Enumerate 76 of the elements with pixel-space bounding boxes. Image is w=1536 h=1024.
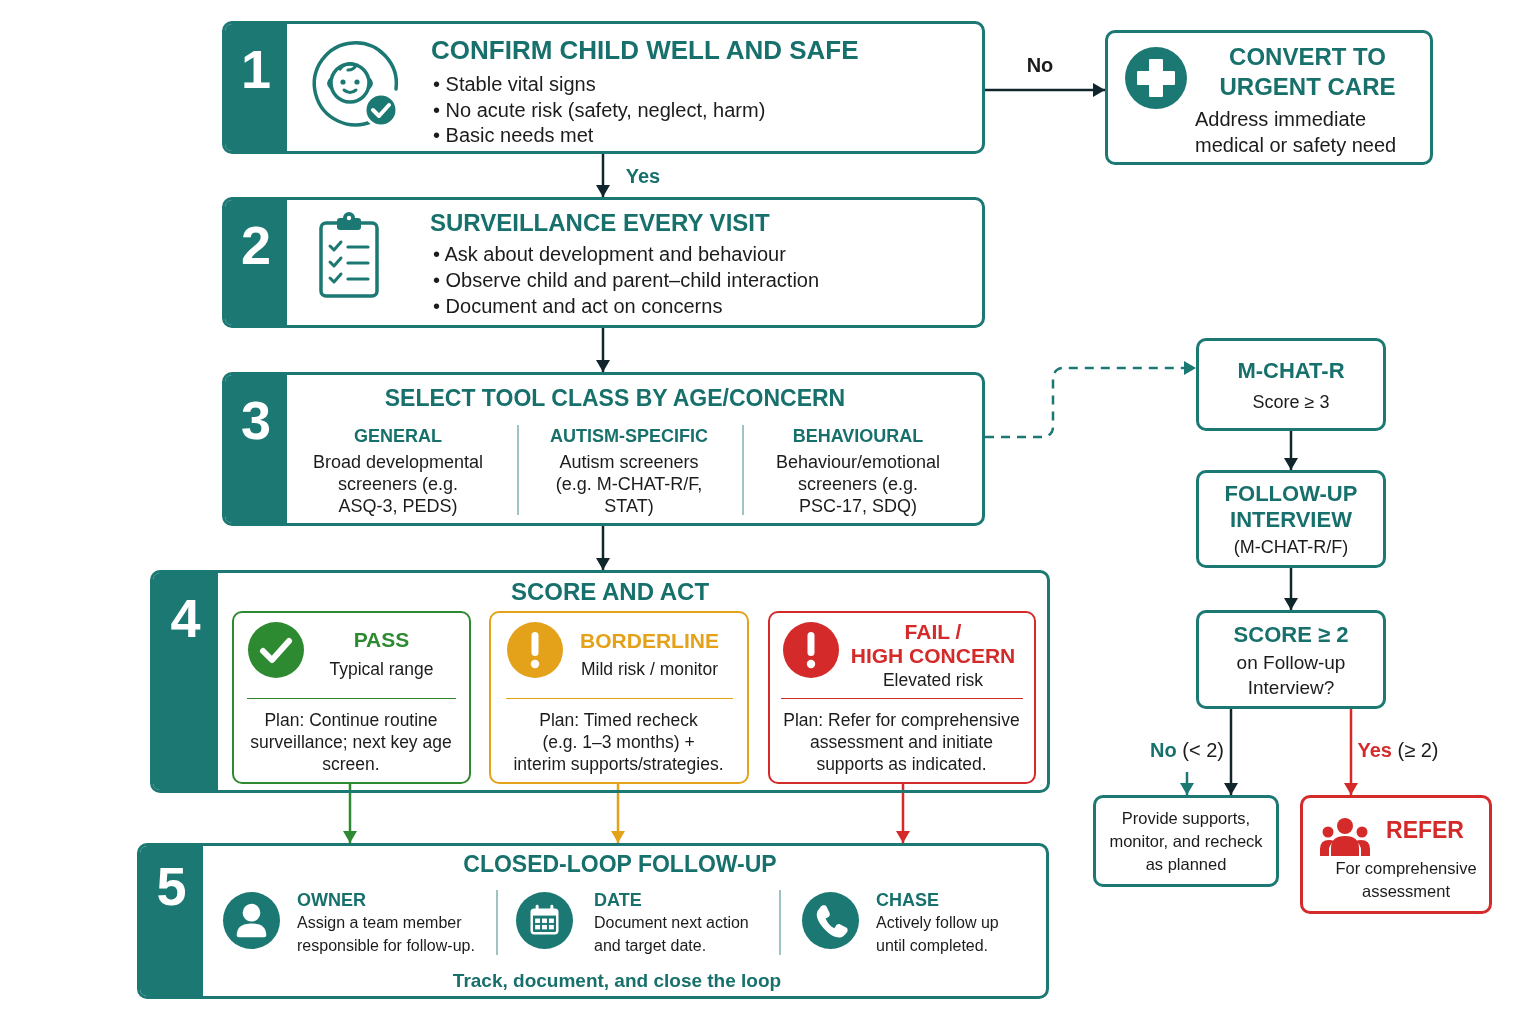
arrow xyxy=(1344,709,1358,795)
item-heading: OWNER xyxy=(297,889,367,911)
description: Provide supports, monitor, and recheck as planned xyxy=(1108,808,1264,875)
heading: BORDERLINE xyxy=(579,627,720,654)
bullet-item: • No acute risk (safety, neglect, harm) xyxy=(433,97,767,123)
footer-text: Track, document, and close the loop xyxy=(451,969,783,993)
arrow xyxy=(1180,772,1194,795)
step-number: 5 xyxy=(155,856,188,916)
step-box xyxy=(222,21,985,154)
heading: CLOSED-LOOP FOLLOW-UP xyxy=(462,850,778,878)
process-box xyxy=(1196,470,1386,568)
arrow xyxy=(596,526,610,570)
heading: PASS xyxy=(352,626,411,653)
step-box xyxy=(222,372,985,526)
step-number: 4 xyxy=(169,588,202,648)
heading: M-CHAT-R xyxy=(1236,357,1346,385)
result-card xyxy=(232,611,471,784)
arrow xyxy=(596,328,610,372)
heading: SURVEILLANCE EVERY VISIT xyxy=(430,208,771,238)
arrow xyxy=(596,154,610,197)
dashed-arrow xyxy=(985,361,1196,439)
heading: SCORE ≥ 2 xyxy=(1232,621,1350,649)
column-heading: GENERAL xyxy=(353,425,443,448)
heading: SCORE AND ACT xyxy=(509,577,711,607)
bullet-item: • Basic needs met xyxy=(433,123,595,148)
item-heading: DATE xyxy=(594,889,643,911)
bullet-item: • Observe child and parent–child interaction xyxy=(433,268,821,293)
column-heading: AUTISM-SPECIFIC xyxy=(549,425,709,448)
decision-box xyxy=(1196,610,1386,709)
plan-text: Plan: Continue routine surveillance; next key age screen. xyxy=(249,708,453,775)
description: Behaviour/emotional screeners (e.g. PSC-17, SDQ) xyxy=(774,451,942,517)
action-box xyxy=(1105,30,1433,165)
step-box xyxy=(222,197,985,328)
step-box xyxy=(150,570,1050,793)
outcome-box xyxy=(1093,795,1279,887)
outcome-box xyxy=(1300,795,1492,914)
description: Address immediate medical or safety need xyxy=(1195,107,1398,158)
arrow xyxy=(343,784,357,843)
result-card xyxy=(768,611,1036,784)
result-card xyxy=(489,611,749,784)
heading: CONVERT TO URGENT CARE xyxy=(1218,42,1397,102)
plan-text: Plan: Timed recheck (e.g. 1–3 months) + interim supports/strategies. xyxy=(512,708,725,775)
plan-text: Plan: Refer for comprehensive assessment and initiate supports as indicated. xyxy=(782,708,1021,775)
description: Autism screeners (e.g. M-CHAT-R/F, STAT) xyxy=(554,451,704,517)
description: Broad developmental screeners (e.g. ASQ-3, PEDS) xyxy=(311,451,485,517)
heading: SELECT TOOL CLASS BY AGE/CONCERN xyxy=(383,384,847,413)
description: Assign a team member responsible for follow-up. xyxy=(297,912,476,956)
description: (M-CHAT-R/F) xyxy=(1232,536,1350,558)
step-number: 1 xyxy=(239,39,272,99)
description: Document next action and target date. xyxy=(594,912,750,956)
arrow xyxy=(611,784,625,843)
arrow xyxy=(985,83,1105,97)
bullet-item: • Ask about development and behaviour xyxy=(433,242,787,267)
heading: CONFIRM CHILD WELL AND SAFE xyxy=(431,34,860,66)
heading: FOLLOW-UP INTERVIEW xyxy=(1223,481,1359,533)
arrow xyxy=(1224,709,1238,795)
step-box xyxy=(137,843,1049,999)
arrow xyxy=(896,784,910,843)
heading: REFER xyxy=(1385,816,1465,844)
description: on Follow-up Interview? xyxy=(1235,651,1347,700)
bullet-item: • Document and act on concerns xyxy=(433,294,724,319)
description: Actively follow up until completed. xyxy=(876,912,1000,956)
arrow xyxy=(1284,431,1298,470)
arrow xyxy=(1284,568,1298,610)
column-heading: BEHAVIOURAL xyxy=(791,425,925,448)
description: Score ≥ 3 xyxy=(1251,391,1331,413)
item-heading: CHASE xyxy=(876,889,940,911)
description: For comprehensive assessment xyxy=(1334,858,1478,902)
process-box xyxy=(1196,338,1386,431)
step-number: 3 xyxy=(239,390,272,450)
heading: FAIL / HIGH CONCERN xyxy=(849,619,1017,668)
step-number: 2 xyxy=(239,215,272,275)
status-text: Mild risk / monitor xyxy=(579,657,720,680)
status-text: Elevated risk xyxy=(881,668,985,691)
bullet-item: • Stable vital signs xyxy=(433,72,597,97)
status-text: Typical range xyxy=(328,657,435,680)
